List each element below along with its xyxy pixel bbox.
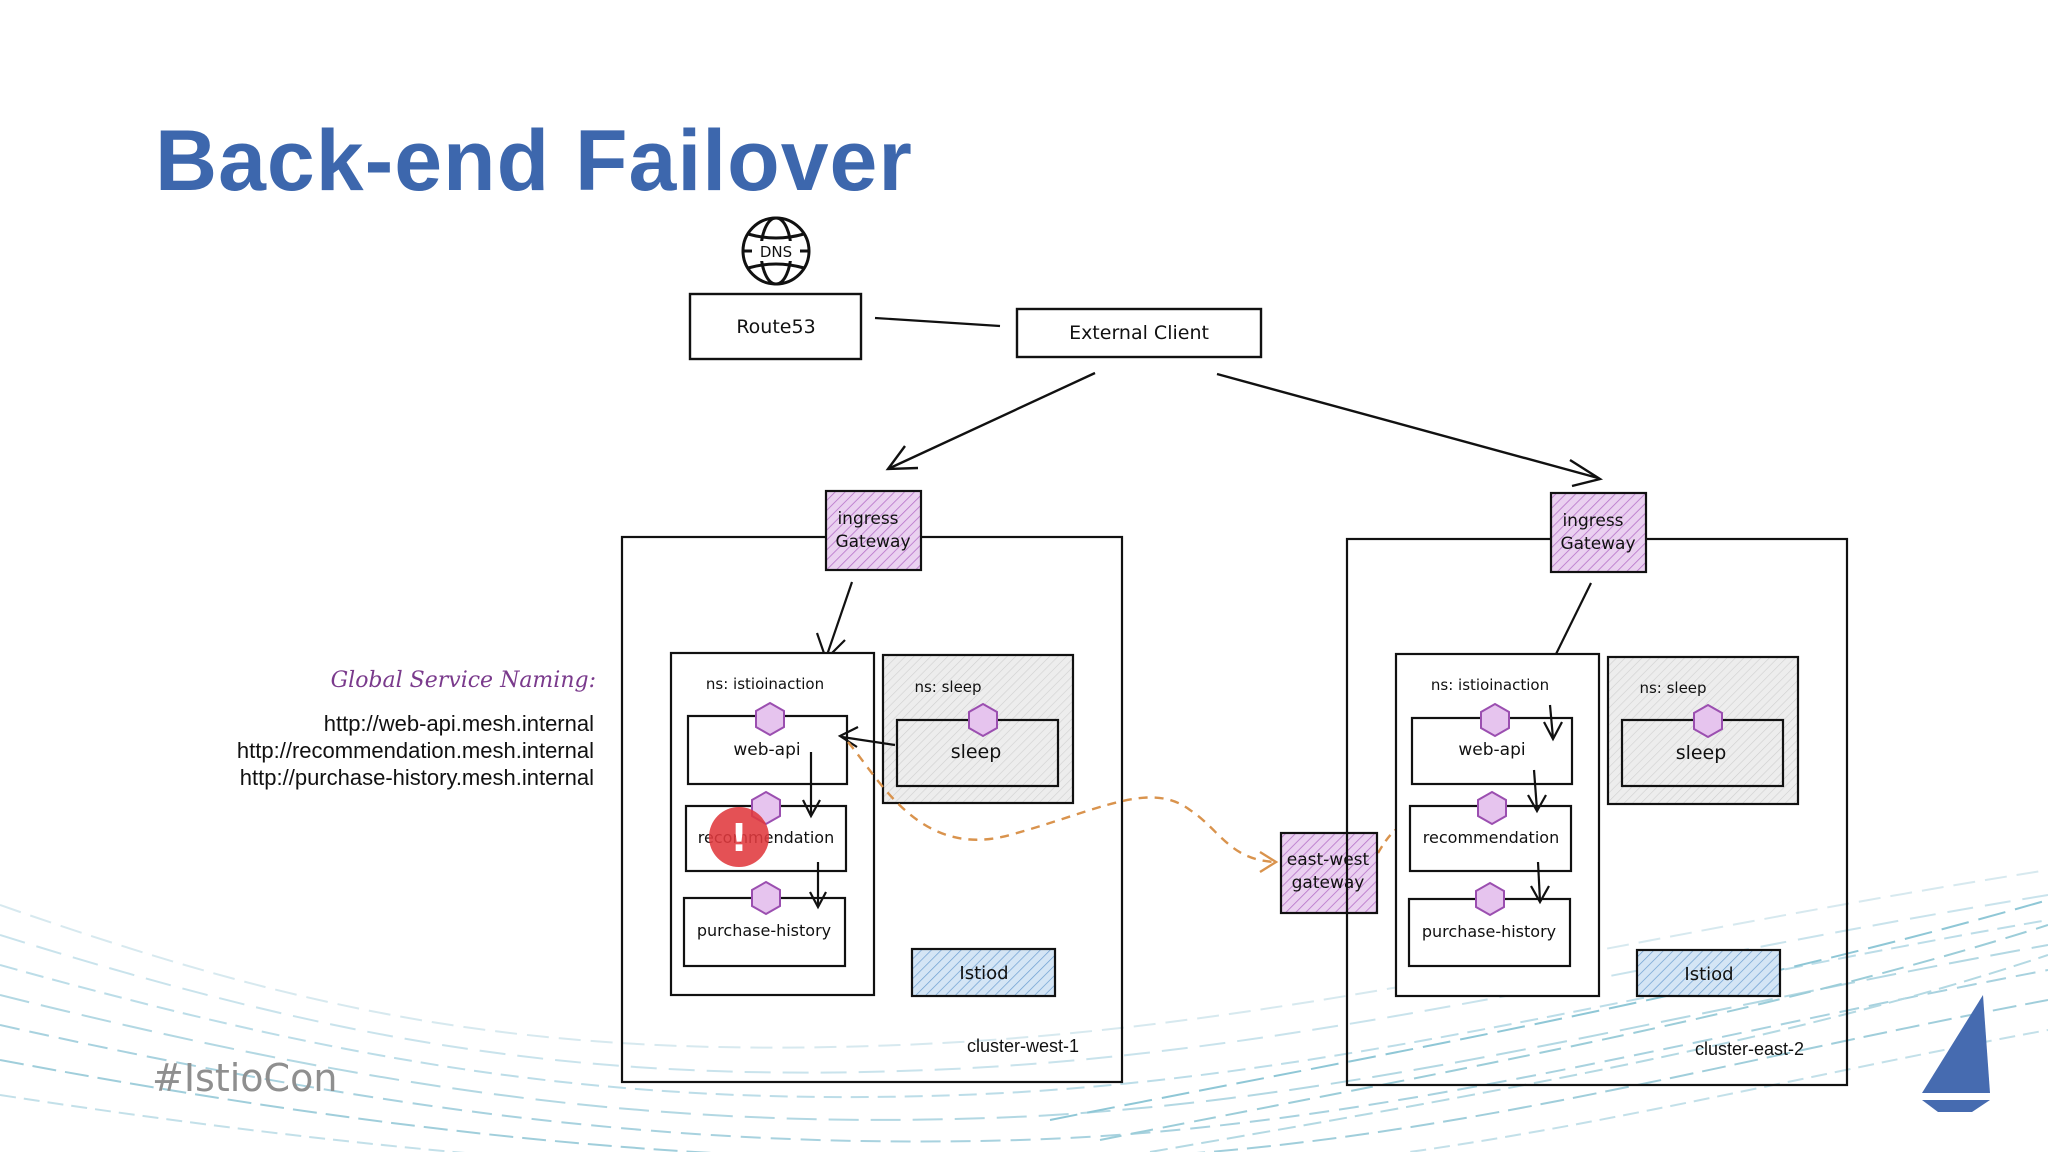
sleep-pod-west: sleep — [895, 702, 1060, 788]
route53-connector — [874, 316, 1001, 328]
ingress-label: ingress — [1562, 511, 1623, 531]
sleep-label: sleep — [1676, 742, 1727, 764]
ns-istioinaction-label: ns: istioinaction — [706, 675, 824, 693]
hashtag-label: #IstioCon — [152, 1056, 338, 1100]
service-label: web-api — [733, 740, 800, 760]
cluster-west: cluster-west-1 ingress Gateway ns: istio… — [620, 489, 1124, 1084]
ingress-gateway-east: ingress Gateway — [1549, 491, 1648, 574]
istio-logo-icon — [1922, 995, 1990, 1112]
ns-istioinaction-label: ns: istioinaction — [1431, 676, 1549, 694]
pod-hexagon-icon — [751, 880, 781, 916]
route53-box: Route53 — [688, 292, 863, 361]
service-purchase-history-west: purchase-history — [682, 880, 847, 968]
gateway-label: Gateway — [1560, 534, 1635, 554]
istiod-west: Istiod — [910, 947, 1057, 998]
service-web-api-west: web-api — [686, 701, 849, 786]
ingress-label: ingress — [837, 509, 898, 529]
pod-hexagon-icon — [1693, 703, 1723, 739]
pod-hexagon-icon — [968, 702, 998, 738]
slide-title: Back-end Failover — [155, 113, 913, 209]
ns-sleep-label: ns: sleep — [914, 678, 981, 696]
service-url-list: http://web-api.mesh.internal http://reco… — [140, 710, 594, 791]
pod-hexagon-icon — [755, 701, 785, 737]
service-label: web-api — [1458, 740, 1525, 760]
sleep-label: sleep — [951, 741, 1002, 763]
service-label: purchase-history — [697, 921, 831, 940]
service-url-purchase-history: http://purchase-history.mesh.internal — [239, 765, 594, 790]
cluster-east-label: cluster-east-2 — [1695, 1039, 1804, 1059]
service-purchase-history-east: purchase-history — [1407, 881, 1572, 968]
pod-hexagon-icon — [1480, 702, 1510, 738]
service-label: recommendation — [1423, 828, 1559, 847]
cluster-east: cluster-east-2 ingress Gateway ns: istio… — [1345, 491, 1849, 1087]
ns-sleep-label: ns: sleep — [1639, 679, 1706, 697]
service-label: purchase-history — [1422, 922, 1556, 941]
failure-marker-icon: ! — [709, 807, 769, 867]
external-client-label: External Client — [1069, 322, 1209, 344]
client-arrows — [885, 371, 1604, 488]
gateway-label: Gateway — [835, 532, 910, 552]
east-west-gateway: east-west gateway — [1279, 831, 1379, 915]
failure-mark: ! — [730, 816, 747, 860]
ingress-gateway-west: ingress Gateway — [824, 489, 923, 572]
east-west-gateway-label: gateway — [1292, 873, 1365, 893]
service-web-api-east: web-api — [1410, 702, 1574, 786]
global-service-naming-title: Global Service Naming: — [330, 668, 596, 693]
route53-label: Route53 — [736, 316, 815, 338]
istiod-label: Istiod — [1684, 964, 1733, 985]
pod-hexagon-icon — [1475, 881, 1505, 917]
service-url-recommendation: http://recommendation.mesh.internal — [236, 738, 594, 763]
pod-hexagon-icon — [1477, 790, 1507, 826]
service-url-web-api: http://web-api.mesh.internal — [323, 711, 594, 736]
service-recommendation-east: recommendation — [1408, 790, 1573, 873]
sleep-pod-east: sleep — [1620, 703, 1785, 788]
dns-label: DNS — [760, 243, 792, 261]
east-west-label: east-west — [1287, 850, 1370, 870]
istiod-east: Istiod — [1635, 948, 1782, 998]
dns-globe-icon: DNS — [741, 216, 811, 286]
cluster-west-label: cluster-west-1 — [967, 1036, 1079, 1056]
external-client-box: External Client — [1015, 307, 1263, 359]
background-waves — [0, 869, 2048, 1152]
istiod-label: Istiod — [959, 963, 1008, 984]
failover-arrowhead — [1259, 850, 1279, 874]
